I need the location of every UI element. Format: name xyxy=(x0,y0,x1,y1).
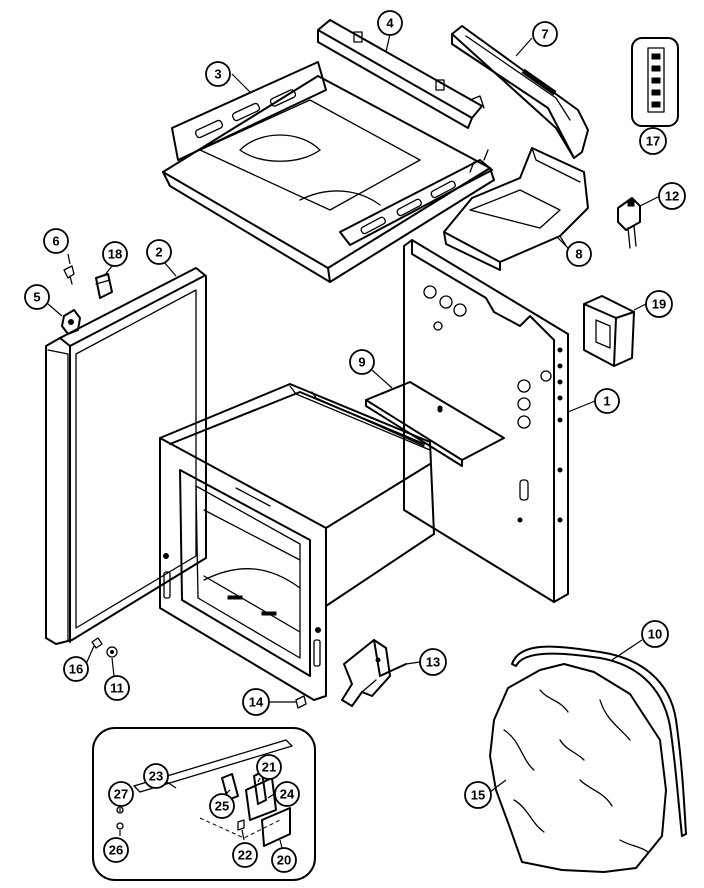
svg-text:19: 19 xyxy=(652,297,666,312)
svg-text:10: 10 xyxy=(648,627,662,642)
callout-14: 14 xyxy=(242,688,270,716)
svg-text:20: 20 xyxy=(277,853,291,868)
svg-text:24: 24 xyxy=(280,787,295,802)
svg-text:17: 17 xyxy=(646,134,660,149)
part-oven-cavity xyxy=(159,383,435,701)
part-top-frame xyxy=(162,61,495,283)
callout-6: 6 xyxy=(43,228,69,254)
callout-13: 13 xyxy=(419,648,447,676)
callout-15: 15 xyxy=(464,781,492,809)
part-fastener-11 xyxy=(106,646,118,658)
part-door-gasket xyxy=(45,267,207,645)
callout-18: 18 xyxy=(102,241,128,267)
svg-text:12: 12 xyxy=(665,189,679,204)
svg-text:14: 14 xyxy=(249,695,264,710)
callout-7: 7 xyxy=(532,21,558,47)
callout-11: 11 xyxy=(104,675,130,701)
callout-21: 21 xyxy=(256,754,282,780)
svg-text:23: 23 xyxy=(149,769,163,784)
inset-box xyxy=(92,727,316,881)
svg-text:9: 9 xyxy=(358,355,365,370)
callout-19: 19 xyxy=(645,290,673,318)
svg-text:18: 18 xyxy=(108,247,122,262)
svg-text:2: 2 xyxy=(155,245,162,260)
part-vent-scoop xyxy=(443,147,589,271)
callout-5: 5 xyxy=(24,284,50,310)
callout-3: 3 xyxy=(205,61,231,87)
svg-text:21: 21 xyxy=(262,760,276,775)
svg-text:5: 5 xyxy=(33,290,40,305)
part-latch-clip xyxy=(61,309,81,335)
callout-4: 4 xyxy=(377,10,403,36)
callout-25: 25 xyxy=(209,793,235,819)
part-terminal-block xyxy=(631,37,679,127)
part-switch xyxy=(617,197,641,249)
callout-26: 26 xyxy=(103,837,129,863)
callout-2: 2 xyxy=(146,239,172,265)
svg-text:25: 25 xyxy=(215,799,229,814)
callout-23: 23 xyxy=(143,763,169,789)
callout-27: 27 xyxy=(108,781,134,807)
svg-text:11: 11 xyxy=(110,681,124,696)
svg-text:22: 22 xyxy=(238,848,252,863)
callout-8: 8 xyxy=(566,241,592,267)
part-screw-6 xyxy=(63,265,75,285)
callout-10: 10 xyxy=(641,620,669,648)
part-screw-14 xyxy=(295,695,307,709)
callout-16: 16 xyxy=(63,656,89,682)
svg-text:26: 26 xyxy=(109,843,123,858)
part-clip-18 xyxy=(95,273,113,299)
svg-text:4: 4 xyxy=(386,16,394,31)
callout-1: 1 xyxy=(594,388,620,414)
svg-text:1: 1 xyxy=(603,394,610,409)
callout-24: 24 xyxy=(274,781,300,807)
svg-text:13: 13 xyxy=(426,655,440,670)
callout-17: 17 xyxy=(639,127,667,155)
callout-12: 12 xyxy=(658,182,686,210)
svg-text:27: 27 xyxy=(114,787,128,802)
part-hinge xyxy=(341,639,407,707)
callout-22: 22 xyxy=(232,842,258,868)
part-rear-bracket xyxy=(317,19,485,129)
svg-text:16: 16 xyxy=(69,662,83,677)
svg-text:7: 7 xyxy=(541,27,548,42)
svg-text:15: 15 xyxy=(471,788,485,803)
part-vent-duct xyxy=(451,25,589,159)
part-insulation-blanket xyxy=(489,663,667,873)
part-side-panel xyxy=(403,239,569,603)
part-bracket-box xyxy=(583,295,635,367)
svg-text:3: 3 xyxy=(214,67,221,82)
svg-text:8: 8 xyxy=(575,247,582,262)
svg-text:6: 6 xyxy=(52,234,59,249)
leader-lines xyxy=(47,33,661,849)
callout-20: 20 xyxy=(271,847,297,873)
part-screw-16 xyxy=(91,637,103,649)
callout-9: 9 xyxy=(349,349,375,375)
part-insulation-band xyxy=(511,645,687,837)
